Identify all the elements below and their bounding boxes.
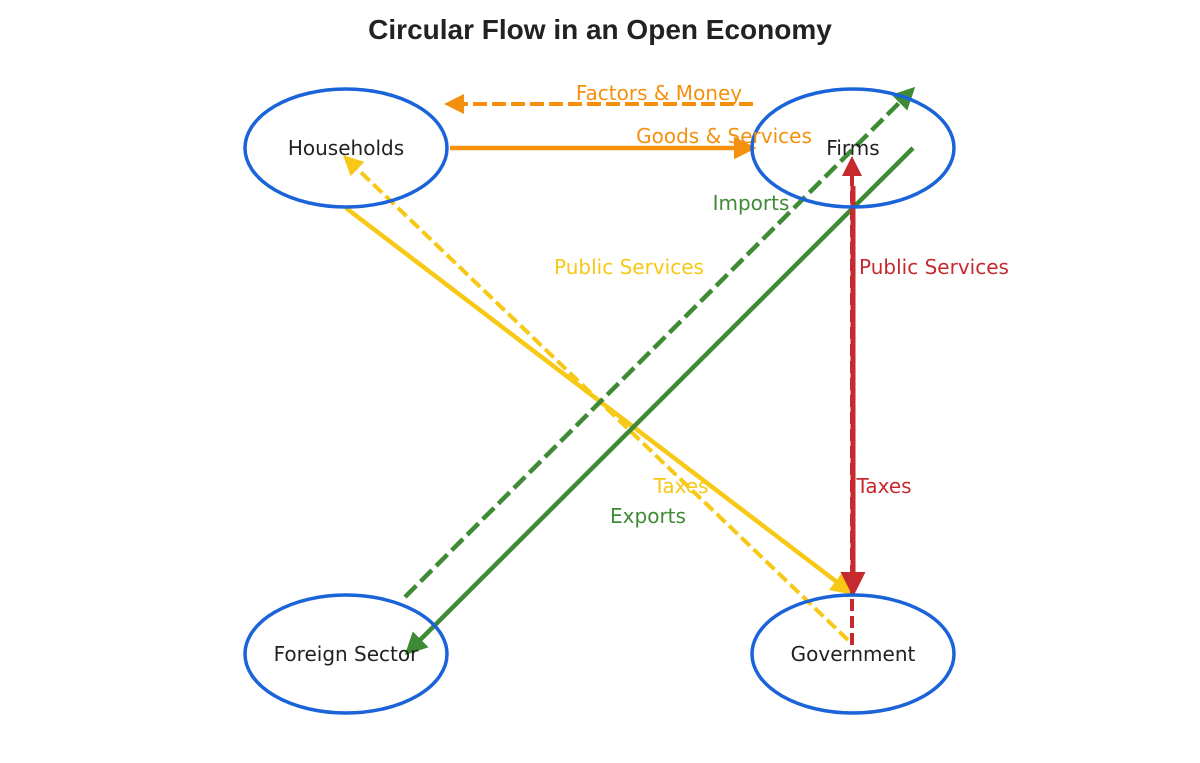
public-services-government-households-arrow [343,155,850,642]
taxes-red-label: Taxes [855,474,911,498]
foreign-sector-node [243,593,449,715]
households-node [243,87,449,209]
goods-services-label: Goods & Services [636,124,812,148]
exports-arrow [404,146,915,656]
firms-label: Firms [826,136,879,160]
public-services-yellow-label: Public Services [554,255,704,279]
diagram-title: Circular Flow in an Open Economy [368,14,832,45]
government-label: Government [791,642,916,666]
imports-label: Imports [713,191,790,215]
households-label: Households [288,136,404,160]
foreign-sector-label: Foreign Sector [274,642,419,666]
firms-node [750,87,956,209]
exports-label: Exports [610,504,686,528]
public-services-red-label: Public Services [859,255,1009,279]
taxes-yellow-label: Taxes [652,474,708,498]
factors-money-label: Factors & Money [576,81,742,105]
government-node [750,593,956,715]
imports-arrow [403,86,916,599]
